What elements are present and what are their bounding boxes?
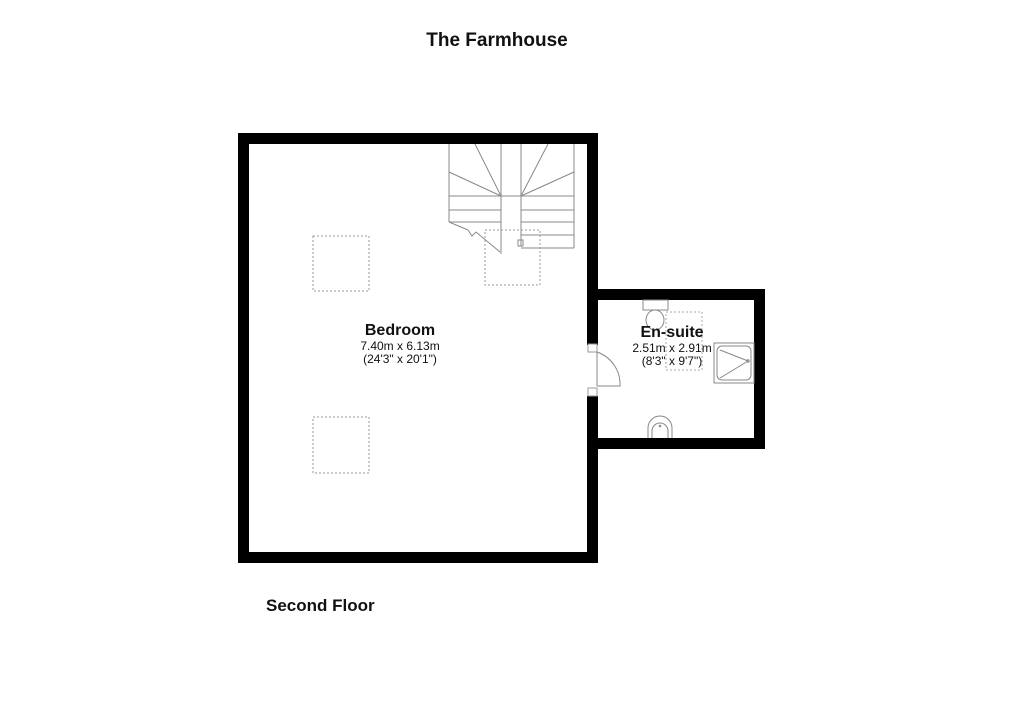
room-dimensions-metric: 2.51m x 2.91m <box>632 340 712 355</box>
door-icon <box>587 343 621 397</box>
room-dimensions-metric: 7.40m x 6.13m <box>360 338 440 353</box>
room-name: Bedroom <box>364 322 436 339</box>
skylight-icon <box>312 229 541 474</box>
room-label-bedroom: Bedroom 7.40m x 6.13m (24'3" x 20'1") <box>330 322 470 366</box>
room-name: En-suite <box>640 324 704 341</box>
plan-title: The Farmhouse <box>426 30 568 51</box>
ensuite-walls <box>587 289 765 449</box>
staircase-icon <box>448 143 575 254</box>
room-dimensions-imperial: (8'3" x 9'7") <box>641 353 703 368</box>
basin-icon <box>647 415 673 438</box>
room-dimensions-imperial: (24'3" x 20'1") <box>363 351 437 366</box>
bedroom-walls <box>238 133 598 563</box>
floor-label: Second Floor <box>266 596 375 615</box>
toilet-icon <box>642 299 703 371</box>
room-label-ensuite: En-suite 2.51m x 2.91m (8'3" x 9'7") <box>612 324 732 368</box>
shower-icon <box>713 342 755 384</box>
